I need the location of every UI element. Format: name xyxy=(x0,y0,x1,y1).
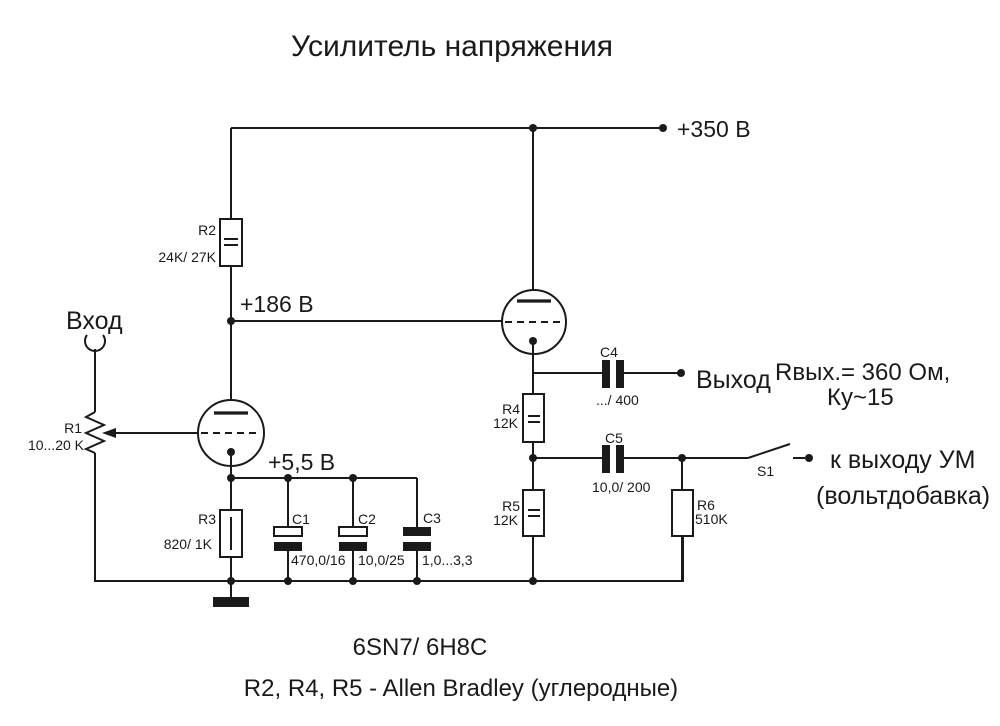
r5-value-label: 12K xyxy=(493,512,519,528)
notes: 6SN7/ 6H8C R2, R4, R5 - Allen Bradley (у… xyxy=(244,634,678,702)
switch-blade-icon xyxy=(747,443,791,459)
cap-plate xyxy=(602,360,610,388)
c5-ref-label: C5 xyxy=(605,430,623,446)
resistor-note: R2, R4, R5 - Allen Bradley (углеродные) xyxy=(244,675,678,702)
spec-line1: Rвых.= 360 Ом, xyxy=(775,359,950,386)
capacitor-c5: C5 10,0/ 200 xyxy=(529,430,682,495)
c4-ref-label: C4 xyxy=(600,344,618,360)
carbon-marks-icon xyxy=(528,415,540,423)
cap-plate xyxy=(616,360,624,388)
r6-ref-label: R6 xyxy=(697,497,715,513)
resistor-r5: R5 12K xyxy=(493,489,545,581)
carbon-marks-icon xyxy=(224,238,238,246)
junction-dot xyxy=(529,577,537,585)
capacitor-c3: C3 1,0...3,3 xyxy=(403,478,473,581)
carbon-marks-icon xyxy=(528,509,540,517)
cap-plate xyxy=(602,445,610,473)
junction-dot xyxy=(349,577,357,585)
resistor-r4: R4 12K xyxy=(493,393,545,490)
ground-bus xyxy=(94,536,684,607)
plate-node-label: +186 В xyxy=(240,291,314,317)
resistor-body-icon xyxy=(522,393,545,443)
ground-icon xyxy=(213,597,249,607)
cap-plate-negative xyxy=(274,542,302,551)
s1-ref-label: S1 xyxy=(757,463,774,479)
resistor-r2: R2 24K/ 27K xyxy=(158,128,243,413)
capacitor-c1: C1 470,0/16 xyxy=(273,478,346,581)
c1-value-label: 470,0/16 xyxy=(291,552,346,568)
input-section: Вход R1 10...20 K xyxy=(28,307,199,581)
cap-plate-positive xyxy=(338,526,368,537)
r4-value-label: 12K xyxy=(493,415,519,431)
input-label: Вход xyxy=(66,307,123,335)
r5-ref-label: R5 xyxy=(502,498,520,514)
cap-plate-negative xyxy=(339,542,367,551)
junction-dot xyxy=(413,577,421,585)
supply-rail-label: +350 В xyxy=(677,116,751,142)
capacitor-c2: C2 10,0/25 xyxy=(338,478,405,581)
c5-value-label: 10,0/ 200 xyxy=(592,479,651,495)
bootstrap-label: к выходу УМ xyxy=(830,446,975,474)
resistor-body-icon xyxy=(671,489,694,537)
tube-v1-icon xyxy=(197,399,265,478)
resistor-r6: R6 510K xyxy=(671,454,728,581)
r2-value-label: 24K/ 27K xyxy=(158,249,216,265)
r1-value-label: 10...20 K xyxy=(28,437,85,453)
r3-ref-label: R3 xyxy=(198,511,216,527)
spec-line2: Ку~15 xyxy=(827,384,894,411)
c2-value-label: 10,0/25 xyxy=(358,552,405,568)
resistor-body-icon xyxy=(522,489,545,537)
c1-ref-label: C1 xyxy=(292,511,310,527)
cathode-bus: +5,5 В xyxy=(227,449,417,482)
bootstrap-terminal-dot xyxy=(805,454,813,462)
r6-value-label: 510K xyxy=(695,511,728,527)
r2-ref-label: R2 xyxy=(198,222,216,238)
cap-plate xyxy=(403,527,431,536)
capacitor-c4: C4 .../ 400 xyxy=(533,344,678,408)
bootstrap-sub-label: (вольтдобавка) xyxy=(816,482,990,510)
tube-note: 6SN7/ 6H8C xyxy=(353,634,488,661)
resistor-body-icon xyxy=(219,218,243,267)
output-terminal-dot xyxy=(677,369,685,377)
schematic-title: Усилитель напряжения xyxy=(291,30,613,63)
plate-node-186: +186 В xyxy=(227,291,502,325)
resistor-r3: R3 820/ 1K xyxy=(164,478,243,581)
cap-plate xyxy=(616,445,624,473)
supply-rail: +350 В xyxy=(231,116,751,142)
r1-ref-label: R1 xyxy=(64,420,82,436)
supply-terminal-dot xyxy=(659,124,667,132)
c2-ref-label: C2 xyxy=(358,511,376,527)
c3-value-label: 1,0...3,3 xyxy=(422,552,473,568)
c4-value-label: .../ 400 xyxy=(596,392,639,408)
tube-v2-icon xyxy=(501,128,567,394)
input-terminal-icon xyxy=(84,334,106,352)
potentiometer-zigzag-icon xyxy=(83,411,107,454)
cathode-node-label: +5,5 В xyxy=(268,449,335,475)
wiper-arrow-icon xyxy=(102,428,116,438)
cap-plate xyxy=(403,542,431,551)
cap-plate-positive xyxy=(273,526,303,537)
r4-ref-label: R4 xyxy=(502,401,520,417)
output-terminal: Выход Rвых.= 360 Ом, Ку~15 xyxy=(677,359,950,411)
r3-value-label: 820/ 1K xyxy=(164,536,213,552)
junction-dot xyxy=(284,577,292,585)
c3-ref-label: C3 xyxy=(423,510,441,526)
switch-s1: S1 к выходу УМ (вольтдобавка) xyxy=(682,443,990,510)
output-label: Выход xyxy=(696,366,771,394)
